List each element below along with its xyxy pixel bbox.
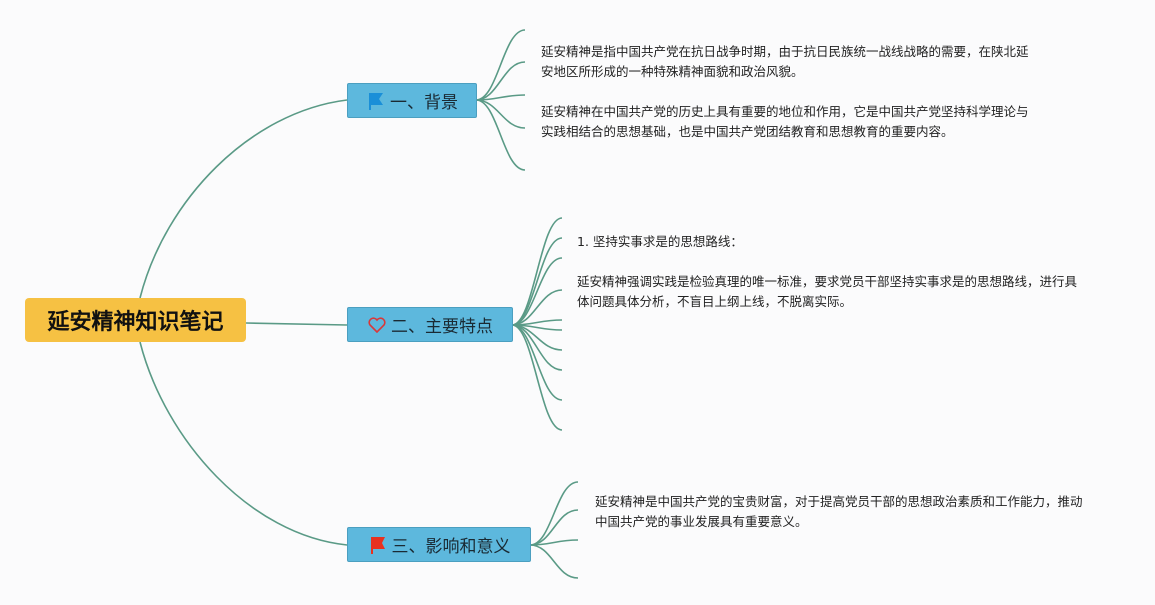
- branch-connector: [511, 257, 563, 326]
- topic-impact[interactable]: 三、影响和意义: [347, 527, 531, 562]
- main-connector: [139, 99, 348, 299]
- branch-connector: [511, 217, 563, 326]
- branch-connector: [475, 61, 526, 101]
- branch-connector: [529, 509, 579, 546]
- main-connector: [245, 322, 348, 326]
- subtopic-text[interactable]: 延安精神在中国共产党的历史上具有重要的地位和作用，它是中国共产党坚持科学理论与实…: [541, 104, 1029, 139]
- subtopic-text[interactable]: 延安精神是中国共产党的宝贵财富，对于提高党员干部的思想政治素质和工作能力，推动中…: [595, 494, 1083, 529]
- subtopic-text[interactable]: 1. 坚持实事求是的思想路线：: [577, 234, 743, 249]
- branch-connector: [511, 237, 563, 326]
- branch-connector: [529, 544, 579, 579]
- root-topic[interactable]: 延安精神知识笔记: [25, 298, 246, 342]
- branch-connector: [511, 289, 563, 326]
- branch-connector: [475, 99, 526, 129]
- topic-label: 一、背景: [390, 93, 458, 113]
- heart-icon: [368, 316, 386, 333]
- main-connector: [139, 341, 348, 546]
- root-title: 延安精神知识笔记: [47, 310, 224, 335]
- blue-flag-icon: [369, 92, 383, 110]
- topic-main-features[interactable]: 二、主要特点: [347, 307, 513, 342]
- branch-connector: [511, 324, 563, 431]
- branch-connector: [529, 481, 579, 546]
- red-flag-icon: [370, 536, 385, 554]
- topic-label: 三、影响和意义: [391, 537, 511, 557]
- branch-connector: [475, 99, 526, 171]
- subtopic-text[interactable]: 延安精神是指中国共产党在抗日战争时期，由于抗日民族统一战线战略的需要，在陕北延安…: [541, 44, 1029, 79]
- branch-connector: [511, 324, 563, 401]
- branch-connector: [475, 29, 526, 101]
- subtopic-text[interactable]: 延安精神强调实践是检验真理的唯一标准，要求党员干部坚持实事求是的思想路线，进行具…: [577, 274, 1078, 309]
- topic-label: 二、主要特点: [391, 317, 493, 337]
- topic-background[interactable]: 一、背景: [347, 83, 477, 118]
